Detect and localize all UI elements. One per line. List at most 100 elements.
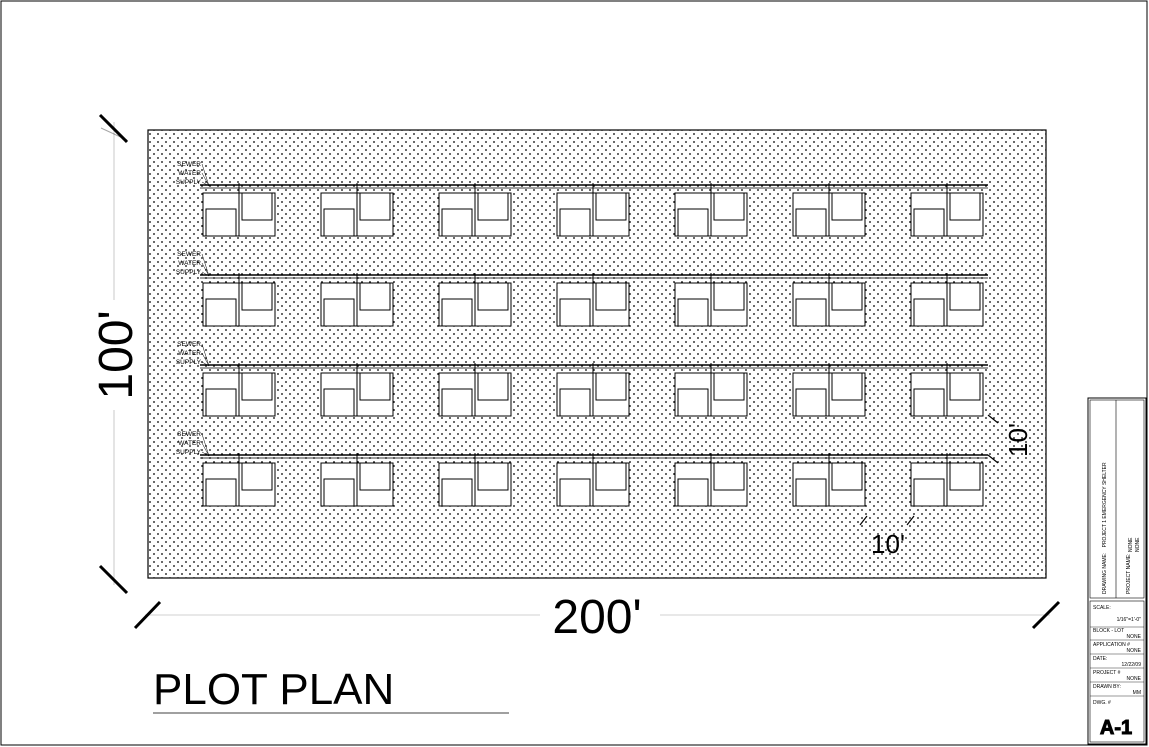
project-number-label: PROJECT # <box>1093 670 1121 676</box>
shelter-unit-room <box>949 462 981 491</box>
shelter-unit-room <box>677 298 709 327</box>
utility-leader <box>201 442 210 457</box>
application-label: APPLICATION # <box>1093 642 1130 648</box>
block-lot-label: BLOCK - LOT <box>1093 628 1124 634</box>
utility-label: SEWER <box>177 161 201 168</box>
shelter-unit-room <box>477 372 509 401</box>
shelter-unit-room <box>205 208 237 237</box>
spacing-label-horizontal: 10' <box>871 529 905 559</box>
shelter-unit-room <box>795 388 827 417</box>
shelter-unit-room <box>359 282 391 311</box>
utility-leader <box>201 181 210 187</box>
dwg-number-label: DWG. # <box>1093 700 1111 706</box>
project-name-value-2: NONE <box>1135 537 1141 552</box>
shelter-unit <box>792 273 866 327</box>
shelter-unit <box>910 183 984 237</box>
shelter-unit-room <box>205 388 237 417</box>
shelter-unit-room <box>241 192 273 221</box>
shelter-unit-room <box>831 372 863 401</box>
scale-label: SCALE: <box>1093 605 1111 611</box>
shelter-unit-room <box>913 298 945 327</box>
shelter-unit-room <box>359 372 391 401</box>
shelter-unit-room <box>713 372 745 401</box>
shelter-unit-room <box>949 192 981 221</box>
utility-leader <box>201 163 210 187</box>
drawing-name-field: DRAWING NAME: PROJECT 1 EMERGENCY SHELTE… <box>1102 462 1108 594</box>
drawn-by-label: DRAWN BY: <box>1093 684 1121 690</box>
shelter-unit-room <box>559 208 591 237</box>
utility-label: SUPPLY <box>176 269 202 276</box>
shelter-unit-room <box>359 462 391 491</box>
shelter-unit-room <box>323 298 355 327</box>
shelter-unit <box>556 183 630 237</box>
project-name-value-1: NONE <box>1128 537 1134 552</box>
width-dimension: 200' <box>133 591 1061 644</box>
shelter-unit <box>910 363 984 417</box>
utility-leader <box>201 271 210 277</box>
shelter-unit-room <box>595 282 627 311</box>
shelter-unit-room <box>241 282 273 311</box>
shelter-unit-room <box>677 208 709 237</box>
height-dimension: 100' <box>90 113 143 595</box>
utility-leader <box>201 451 210 457</box>
shelter-unit <box>320 273 394 327</box>
shelter-unit-room <box>677 388 709 417</box>
shelter-unit-room <box>477 462 509 491</box>
shelter-unit-room <box>441 388 473 417</box>
shelter-unit <box>320 363 394 417</box>
shelter-unit-room <box>205 298 237 327</box>
shelter-unit <box>202 273 276 327</box>
shelter-unit-room <box>559 298 591 327</box>
shelter-unit <box>438 183 512 237</box>
shelter-unit-room <box>913 388 945 417</box>
utility-label: SEWER <box>177 251 201 258</box>
shelter-unit <box>674 183 748 237</box>
shelter-unit-room <box>595 462 627 491</box>
drawing-name-value: PROJECT 1 EMERGENCY SHELTER <box>1102 462 1108 547</box>
utility-label: SEWER <box>177 341 201 348</box>
utility-label: SEWER <box>177 431 201 438</box>
shelter-unit-room <box>831 282 863 311</box>
drawn-by-value: MM <box>1133 690 1141 696</box>
shelter-unit-room <box>949 372 981 401</box>
shelter-unit <box>910 273 984 327</box>
spacing-label-vertical: 10' <box>1003 423 1033 457</box>
shelter-unit-room <box>477 192 509 221</box>
dwg-number-value: A-1 <box>1100 717 1132 739</box>
shelter-unit <box>556 363 630 417</box>
shelter-unit-room <box>477 282 509 311</box>
shelter-unit-room <box>441 208 473 237</box>
shelter-unit-room <box>359 192 391 221</box>
site-row: SEWER WATER SUPPLY <box>176 251 988 327</box>
date-label: DATE: <box>1093 656 1107 662</box>
project-name-label: PROJECT NAME: <box>1126 554 1132 594</box>
utility-leader <box>201 361 210 367</box>
shelter-unit-room <box>323 388 355 417</box>
shelter-unit-room <box>323 208 355 237</box>
shelter-unit-room <box>795 298 827 327</box>
application-value: NONE <box>1127 648 1142 654</box>
drawing-name-label: DRAWING NAME: <box>1102 553 1108 594</box>
shelter-unit-room <box>677 478 709 507</box>
utility-leader <box>201 253 210 277</box>
spacing-dimensions: 10' 10' <box>859 414 1033 559</box>
shelter-unit-room <box>205 478 237 507</box>
utility-label: WATER <box>178 350 201 357</box>
shelter-unit <box>674 363 748 417</box>
shelter-unit-room <box>913 208 945 237</box>
utility-label: WATER <box>178 440 201 447</box>
shelter-unit <box>674 273 748 327</box>
shelter-unit-room <box>559 388 591 417</box>
shelter-unit <box>202 183 276 237</box>
shelter-unit-room <box>323 478 355 507</box>
shelter-unit <box>320 183 394 237</box>
shelter-unit-room <box>949 282 981 311</box>
utility-label: WATER <box>178 260 201 267</box>
height-label: 100' <box>90 310 143 399</box>
shelter-unit-room <box>559 478 591 507</box>
utility-label: WATER <box>178 170 201 177</box>
